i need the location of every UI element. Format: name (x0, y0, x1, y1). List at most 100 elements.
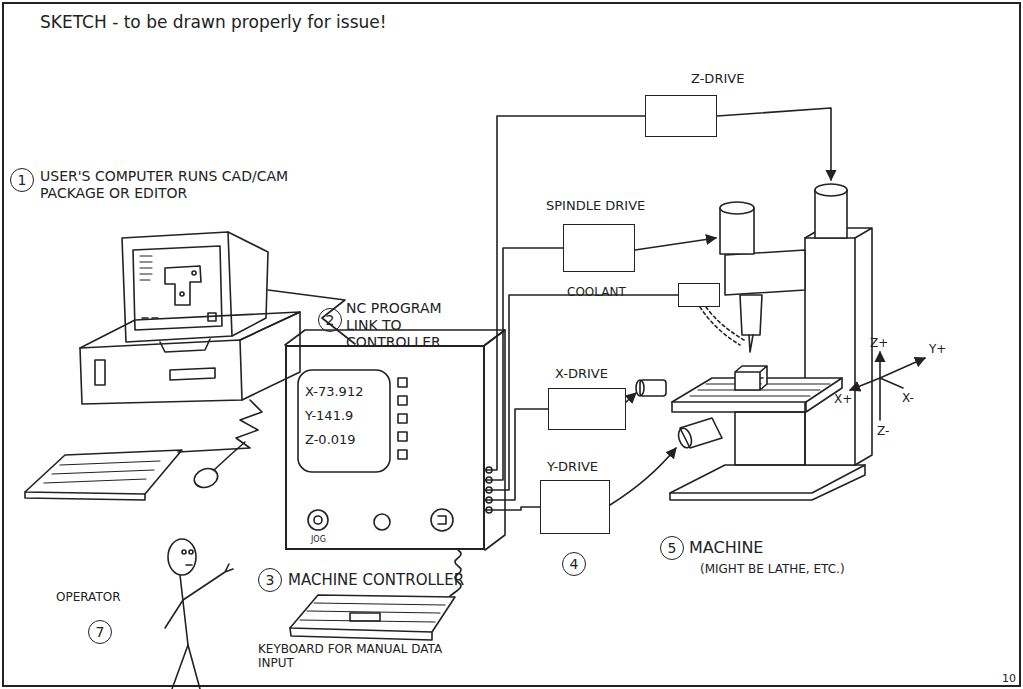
monitor-front (122, 232, 232, 342)
z-motor-top (815, 184, 847, 196)
softkey (398, 450, 407, 459)
axis-arrow (880, 358, 925, 378)
spindle-motor-top (720, 202, 754, 214)
mouse-cord (214, 442, 245, 470)
operator-arm (183, 564, 233, 600)
drive-bay (95, 360, 105, 385)
knob-label: JOG (311, 535, 326, 544)
monitor-side (228, 232, 268, 336)
machine-base (670, 465, 865, 500)
mdi-keyboard (290, 595, 455, 632)
node-label: Y-DRIVE (547, 460, 598, 475)
signal-wire (485, 248, 563, 480)
softkey (398, 414, 407, 423)
operator-eye (182, 550, 186, 554)
output-port (486, 467, 492, 473)
x-motor-end (636, 380, 644, 396)
signal-wire (485, 409, 548, 500)
emergency-button (431, 509, 453, 531)
axis-label: Z+ (870, 336, 888, 350)
workpiece (735, 366, 767, 390)
screen-hole (180, 292, 184, 296)
output-port (486, 497, 492, 503)
disk-slot (170, 368, 215, 380)
button-mark (438, 516, 446, 524)
y-motor-end (676, 427, 694, 450)
drive-box: SPINDLE DRIVE (563, 224, 635, 272)
spindle-motor (720, 208, 754, 254)
page-frame (3, 3, 1020, 686)
x-drive-lead (626, 393, 636, 402)
callout-number: 4 (562, 552, 586, 576)
operator-mouth (186, 564, 192, 566)
output-port (486, 507, 492, 513)
jog-knob-centre (314, 516, 322, 524)
part-label: KEYBOARD FOR MANUAL DATA INPUT (258, 642, 463, 671)
keyboard-cable (178, 400, 262, 452)
node-label: Z-DRIVE (691, 72, 744, 87)
computer-keyboard (25, 450, 182, 494)
operator-body (180, 575, 188, 645)
axis-arrow (850, 378, 880, 390)
keyboard-keys (44, 461, 160, 483)
axis-line (880, 378, 903, 388)
z-drive-lead (717, 108, 831, 180)
axis-arrow (879, 352, 881, 378)
node-label: SPINDLE DRIVE (546, 199, 645, 214)
machine-controller: X-73.912Y-141.9Z-0.019JOG (285, 345, 485, 550)
signal-wire (485, 295, 678, 490)
keyboard-edge (25, 492, 145, 500)
callout-text: NC PROGRAM LINK TO CONTROLLER (346, 300, 464, 350)
callout-number: 7 (88, 620, 112, 644)
mdi-keyboard-edge (290, 628, 432, 640)
controller-side (485, 330, 505, 550)
screen-menu (140, 256, 152, 280)
callout-number: 3 (258, 568, 282, 592)
callout-text: USER'S COMPUTER RUNS CAD/CAM PACKAGE OR … (40, 168, 302, 202)
softkey (398, 432, 407, 441)
signal-wire (485, 507, 540, 510)
axis-label: X- (902, 391, 914, 405)
z-motor (815, 190, 847, 238)
operator-eye (189, 550, 193, 554)
cutter (749, 335, 753, 352)
operator-head (168, 539, 196, 575)
column-side (805, 228, 872, 465)
screen-part-drawing (165, 266, 201, 305)
machine-base-edge (670, 465, 865, 493)
callout-number: 2 (318, 308, 342, 332)
machine-column (805, 238, 855, 465)
drive-box: X-DRIVE (548, 388, 626, 430)
jog-knob (308, 510, 328, 530)
mouse (192, 465, 221, 490)
axis-label: X+ (834, 392, 852, 406)
node-label: COOLANT (567, 286, 626, 300)
screen-hole (192, 271, 196, 275)
callout-text: MACHINE (689, 538, 763, 557)
mdi-keys (300, 603, 445, 622)
callout-number: 5 (660, 536, 684, 560)
y-motor (680, 418, 722, 448)
softkey (398, 378, 407, 387)
nc-link-zigzag (268, 290, 355, 344)
drive-box: Y-DRIVE (540, 480, 610, 534)
spindle (740, 295, 762, 335)
softkey (398, 396, 407, 405)
axis-label: Z- (877, 424, 889, 438)
signal-wire (485, 116, 645, 470)
coolant-pipe (700, 307, 744, 345)
mdi-key (350, 613, 380, 621)
y-drive-lead (610, 448, 676, 505)
operator-arm (165, 600, 183, 628)
callout-number: 1 (10, 168, 34, 192)
axis-readout: Y-141.9 (305, 409, 353, 424)
controller-screen (298, 370, 390, 472)
page-number: 10 (1002, 672, 1016, 685)
axis-readout: Z-0.019 (305, 433, 356, 448)
computer-base-front (80, 340, 242, 404)
callout-text: (MIGHT BE LATHE, ETC.) (700, 562, 845, 576)
